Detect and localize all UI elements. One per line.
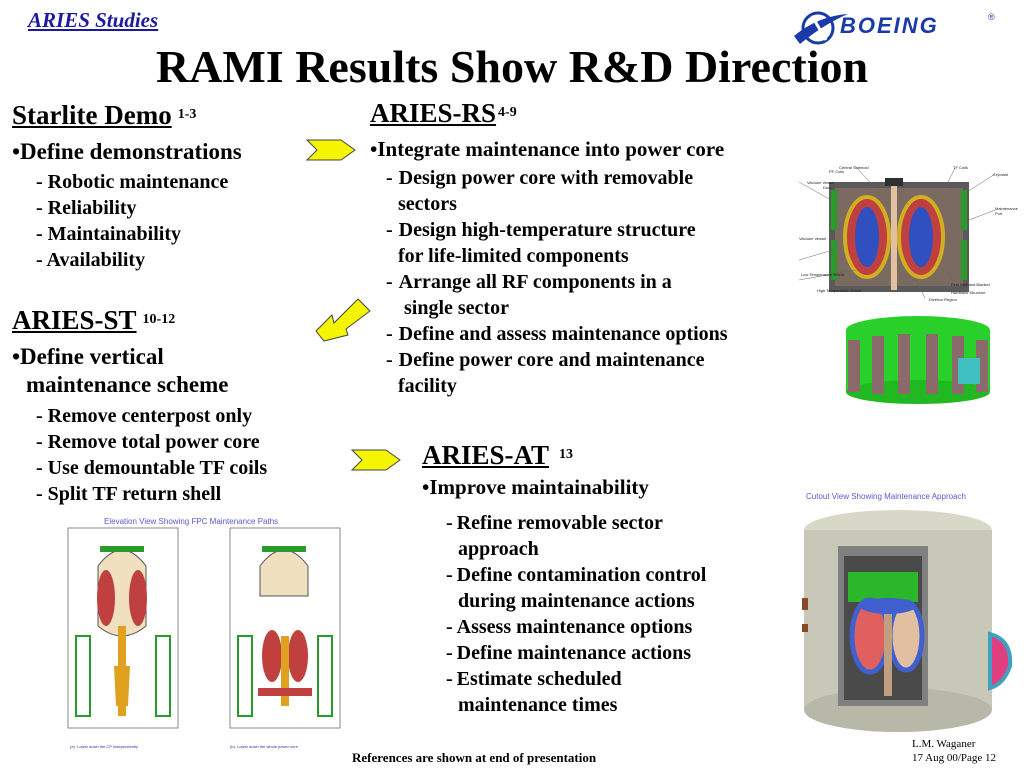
aries-st-bullet-cont: maintenance scheme (26, 372, 229, 397)
starlite-ref: 1-3 (177, 106, 197, 122)
aries-rs-heading-text: ARIES-RS (370, 98, 497, 128)
boeing-globe-icon (794, 11, 848, 45)
rs-label: Hardback Structure (951, 290, 986, 295)
st-view-b (229, 527, 341, 729)
aries-rs-item-text: Define power core and maintenance (398, 349, 705, 371)
starlite-item: - Maintainability (36, 223, 182, 245)
aries-at-item: -Define contamination control (446, 564, 707, 586)
aries-rs-item: -Design high-temperature structure (386, 219, 696, 241)
at-figure-caption: Cutout View Showing Maintenance Approach (806, 492, 966, 501)
arrow-right-icon (350, 449, 401, 471)
aries-rs-item-cont: single sector (404, 297, 509, 319)
aries-st-item: - Remove total power core (36, 431, 260, 453)
aries-rs-external-image (846, 316, 990, 404)
aries-rs-item-cont: facility (398, 375, 457, 397)
aries-studies-link[interactable]: ARIES Studies (28, 8, 159, 32)
starlite-bullet: •Define demonstrations (12, 139, 242, 164)
aries-rs-item-text: Arrange all RF components in a (398, 271, 672, 293)
rs-label: TF Coils (953, 165, 968, 170)
aries-at-heading-text: ARIES-AT (422, 440, 550, 470)
aries-st-heading-text: ARIES-ST (12, 305, 137, 335)
aries-st-bullet: •Define vertical (12, 344, 164, 369)
st-figure-caption: Elevation View Showing FPC Maintenance P… (104, 517, 279, 526)
aries-st-item-text: Split TF return shell (47, 483, 222, 505)
rs-label: Maintenance Port (995, 206, 1018, 216)
aries-st-item-text: Remove centerpost only (47, 405, 253, 427)
aries-rs-ref: 4-9 (498, 104, 517, 120)
aries-at-item-text: Assess maintenance options (456, 616, 693, 638)
starlite-item: - Availability (36, 249, 146, 271)
author-name: L.M. Waganer (912, 738, 976, 750)
rs-label: Vacuum Vessel (807, 180, 835, 185)
rs-label: Cryostat (993, 172, 1008, 177)
aries-st-item-text: Remove total power core (47, 431, 260, 453)
aries-at-item: -Assess maintenance options (446, 616, 693, 638)
aries-rs-item-text: Design power core with removable (398, 167, 694, 189)
rs-label: High Temperature Shield (817, 288, 861, 293)
aries-at-cutaway-image (802, 510, 1013, 732)
aries-rs-cutaway-image (798, 165, 996, 299)
rs-label: Duct (823, 185, 832, 190)
rs-label: First Wall and Blanket (951, 282, 990, 287)
references-note: References are shown at end of presentat… (352, 750, 597, 765)
aries-at-item: -Estimate scheduled (446, 668, 622, 690)
aries-at-item-text: Estimate scheduled (456, 668, 622, 690)
aries-at-item-cont: maintenance times (458, 694, 618, 716)
boeing-logo: BOEING ® (790, 6, 1000, 50)
starlite-heading: Starlite Demo 1-3 (12, 100, 196, 131)
st-sub-caption-a: (a). Lower down the CP independently (70, 744, 138, 749)
aries-rs-item: -Define and assess maintenance options (386, 323, 728, 345)
rs-label: Divertor Region (929, 297, 957, 302)
aries-st-item: - Use demountable TF coils (36, 457, 268, 479)
aries-at-item-cont: approach (458, 538, 539, 560)
aries-at-item: -Define maintenance actions (446, 642, 692, 664)
rs-label: Vacuum Vessel (799, 236, 827, 241)
aries-rs-bullet-text: Integrate maintenance into power core (377, 137, 725, 161)
aries-rs-item: -Arrange all RF components in a (386, 271, 672, 293)
arrow-left-bolt-icon (315, 298, 371, 342)
starlite-item: - Robotic maintenance (36, 171, 229, 193)
aries-at-item-text: Define maintenance actions (456, 642, 692, 664)
aries-rs-item-text: Define and assess maintenance options (398, 323, 728, 345)
aries-at-bullet: •Improve maintainability (422, 475, 649, 499)
registered-mark: ® (988, 12, 995, 22)
aries-rs-bullet: •Integrate maintenance into power core (370, 137, 725, 161)
aries-at-item-text: Define contamination control (456, 564, 707, 586)
aries-st-heading: ARIES-ST 10-12 (12, 305, 175, 336)
aries-at-item-text: Refine removable sector (456, 512, 663, 534)
aries-at-item: -Refine removable sector (446, 512, 663, 534)
aries-st-item: - Remove centerpost only (36, 405, 253, 427)
page-title: RAMI Results Show R&D Direction (155, 41, 869, 92)
st-sub-caption-b: (b). Lower down the whole power core (230, 744, 298, 749)
aries-at-item-cont: during maintenance actions (458, 590, 695, 612)
aries-st-elevation-image (67, 527, 341, 729)
aries-rs-item: -Design power core with removable (386, 167, 694, 189)
rs-label: Low Temperature Shield (801, 272, 845, 277)
aries-rs-item-text: Design high-temperature structure (398, 219, 696, 241)
rs-label: Central Solenoid (839, 165, 869, 170)
aries-rs-item-cont: for life-limited components (398, 245, 629, 267)
aries-rs-item-cont: sectors (398, 193, 457, 215)
aries-at-ref: 13 (559, 446, 574, 462)
st-view-a (67, 527, 179, 729)
aries-rs-cutaway-figure: Central Solenoid PF Coils TF Coils Cryos… (795, 160, 1023, 305)
aries-at-heading: ARIES-AT 13 (422, 440, 573, 471)
aries-st-item-text: Use demountable TF coils (47, 457, 268, 479)
aries-rs-item: -Define power core and maintenance (386, 349, 705, 371)
starlite-heading-text: Starlite Demo (12, 100, 172, 130)
aries-st-ref: 10-12 (142, 311, 176, 327)
date-page: 17 Aug 00/Page 12 (912, 752, 997, 764)
boeing-wordmark: BOEING (840, 13, 939, 38)
aries-at-bullet-text: Improve maintainability (429, 475, 649, 499)
starlite-item: - Reliability (36, 197, 137, 219)
rs-label: PF Coils (829, 169, 845, 174)
aries-st-item: - Split TF return shell (36, 483, 222, 505)
arrow-right-icon (305, 139, 356, 161)
